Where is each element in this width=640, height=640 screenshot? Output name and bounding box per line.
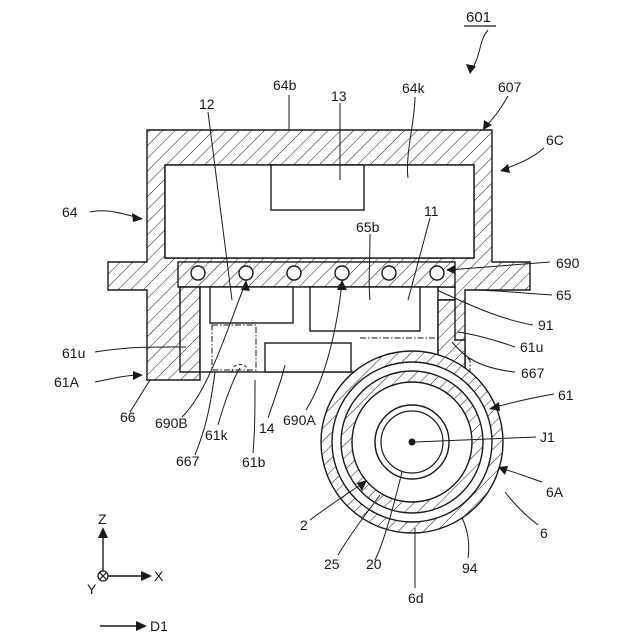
axis-j1-dot — [409, 439, 416, 446]
label-690A: 690A — [283, 412, 316, 428]
via-circle — [430, 266, 444, 280]
label-61: 61 — [558, 387, 574, 403]
arrowhead-6A — [498, 466, 508, 475]
label-64b: 64b — [273, 77, 297, 93]
label-61k: 61k — [205, 427, 229, 443]
component-13 — [271, 165, 364, 210]
axis-y-label: Y — [87, 581, 97, 597]
label-6A: 6A — [546, 484, 564, 500]
label-667-bottom: 667 — [176, 453, 200, 469]
label-65: 65 — [556, 287, 572, 303]
board-65 — [178, 262, 455, 287]
label-6C: 6C — [546, 132, 564, 148]
leader-6 — [505, 492, 538, 525]
label-607: 607 — [498, 79, 522, 95]
lower-wall-left — [180, 287, 200, 372]
via-circle — [287, 266, 301, 280]
arrowhead-64 — [132, 213, 143, 222]
label-11: 11 — [424, 203, 439, 219]
label-25: 25 — [324, 556, 340, 572]
component-12 — [210, 287, 293, 323]
axes-legend: Z X Y D1 — [87, 511, 168, 634]
label-690: 690 — [556, 255, 580, 271]
axis-x-label: X — [154, 568, 164, 584]
label-91: 91 — [538, 317, 554, 333]
label-14: 14 — [259, 420, 275, 436]
leader-61u-right — [458, 332, 515, 347]
label-J1: J1 — [540, 429, 555, 445]
label-61u-right: 61u — [520, 339, 543, 355]
arrowhead-6C — [500, 164, 510, 173]
leader-94 — [462, 518, 469, 558]
label-667-right: 667 — [521, 365, 545, 381]
via-circle — [239, 266, 253, 280]
label-601: 601 — [466, 9, 491, 26]
axis-d1-arrow — [136, 621, 147, 631]
label-13: 13 — [331, 88, 347, 104]
label-61b: 61b — [242, 454, 266, 470]
label-64: 64 — [62, 204, 78, 220]
label-6d: 6d — [408, 590, 424, 606]
label-6: 6 — [540, 525, 548, 541]
leader-14 — [268, 365, 285, 418]
component-11 — [310, 287, 420, 331]
label-64k: 64k — [402, 80, 426, 96]
label-65b: 65b — [356, 219, 380, 235]
label-66: 66 — [120, 409, 136, 425]
label-61A: 61A — [54, 374, 80, 390]
leader-66 — [130, 380, 150, 412]
via-circle — [335, 266, 349, 280]
label-94: 94 — [462, 560, 478, 576]
axis-x-arrow — [141, 571, 152, 581]
arrowhead-601 — [466, 64, 476, 74]
leader-61k — [218, 368, 240, 425]
label-20: 20 — [366, 556, 382, 572]
label-12: 12 — [199, 96, 215, 112]
axis-d1-label: D1 — [150, 618, 168, 634]
via-circle — [382, 266, 396, 280]
via-circle — [191, 266, 205, 280]
label-61u-left: 61u — [62, 345, 85, 361]
label-2: 2 — [300, 517, 308, 533]
arrowhead-61A — [133, 371, 143, 380]
leader-65 — [470, 290, 552, 295]
leader-61b — [253, 380, 255, 453]
axis-z-arrow — [98, 527, 108, 538]
leader-61 — [492, 394, 554, 408]
label-690B: 690B — [155, 415, 188, 431]
axis-z-label: Z — [98, 511, 107, 527]
component-14 — [265, 343, 351, 372]
